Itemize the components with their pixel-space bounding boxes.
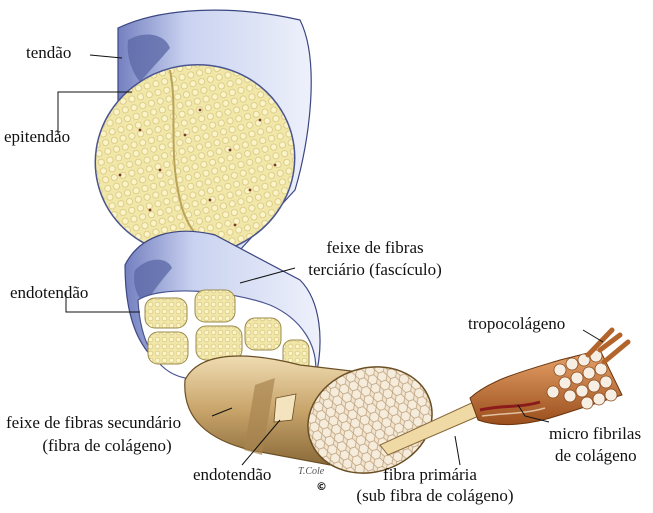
leader-fibra-primaria — [455, 436, 460, 465]
leader-tendao — [90, 55, 122, 58]
label-epitendao: epitendão — [4, 127, 70, 147]
label-micro-fibrilas-line2: de colágeno — [555, 446, 637, 466]
label-tropocolageno: tropocolágeno — [468, 314, 565, 334]
label-fibra-primaria-line2: (sub fibra de colágeno) — [330, 486, 540, 506]
microfibril-bundle — [470, 330, 628, 425]
label-endotendao-bottom: endotendão — [193, 465, 271, 485]
label-feixe-terciario-line2: terciário (fascículo) — [278, 260, 472, 280]
artist-signature: T.Cole — [298, 466, 324, 477]
label-micro-fibrilas-line1: micro fibrilas — [549, 424, 641, 444]
leader-tropocolageno — [583, 330, 603, 342]
label-endotendao-top: endotendão — [10, 283, 88, 303]
copyright-mark: © — [316, 480, 327, 493]
label-tendao: tendão — [26, 43, 71, 63]
label-feixe-secundario-line1: feixe de fibras secundário — [6, 413, 181, 433]
label-feixe-terciario-line1: feixe de fibras — [295, 238, 455, 258]
label-feixe-secundario-line2: (fibra de colágeno) — [0, 436, 214, 456]
label-fibra-primaria-line1: fibra primária — [330, 465, 530, 485]
